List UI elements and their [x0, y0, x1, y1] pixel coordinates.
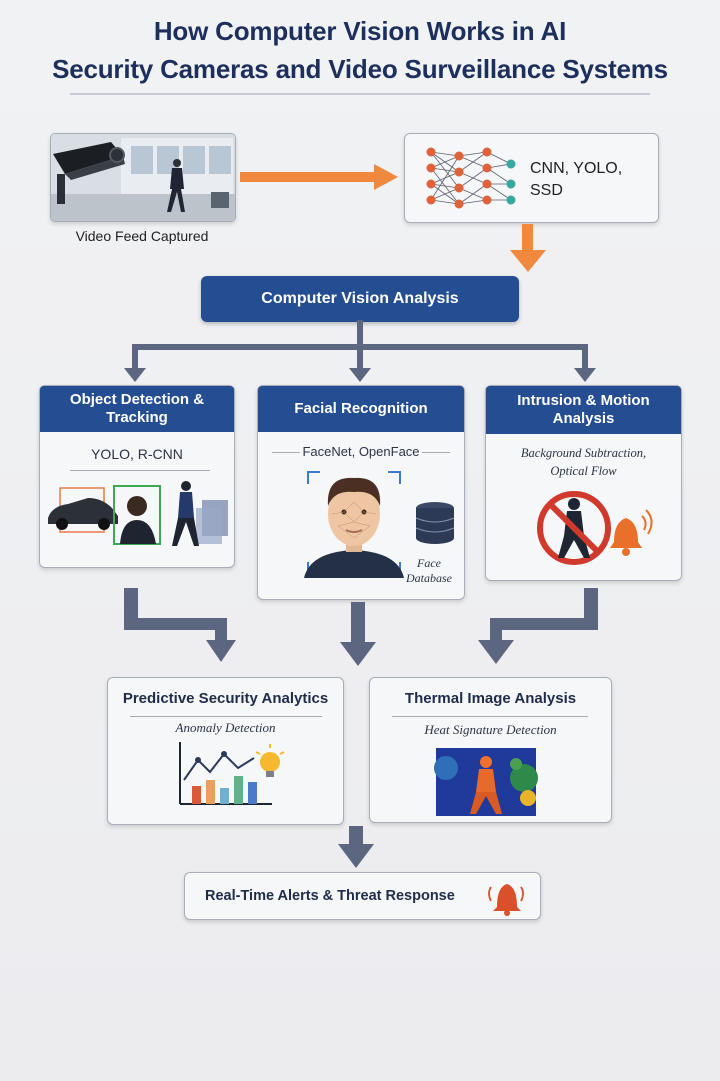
divider	[272, 452, 300, 453]
models-line-1: CNN, YOLO,	[530, 160, 623, 177]
branch-connector	[124, 320, 596, 382]
face-database-label: Face Database	[396, 556, 462, 586]
thermal-image-icon	[434, 748, 538, 816]
models-label: CNN, YOLO, SSD	[530, 158, 622, 202]
anomaly-chart-icon	[179, 742, 285, 805]
divider	[422, 452, 450, 453]
alarm-bell-icon	[488, 884, 524, 916]
object-detection-header: Object Detection & Tracking	[40, 386, 234, 432]
predictive-subtitle: Anomaly Detection	[175, 720, 276, 735]
thermal-subtitle: Heat Signature Detection	[424, 722, 557, 737]
models-card: CNN, YOLO, SSD	[404, 133, 659, 223]
title-line-1: How Computer Vision Works in AI	[153, 16, 567, 46]
intrusion-header: Intrusion & Motion Analysis	[486, 386, 681, 434]
video-feed-image	[50, 133, 236, 222]
object-tracking-icon	[48, 481, 228, 546]
intrusion-card: Intrusion & Motion Analysis Background S…	[485, 385, 682, 581]
intrusion-title-1: Intrusion & Motion	[517, 392, 650, 409]
arrow-down-icon	[338, 826, 374, 868]
divider	[392, 716, 588, 717]
arrow-down-icon	[510, 224, 546, 272]
predictive-analytics-card: Predictive Security Analytics Anomaly De…	[107, 677, 344, 825]
models-line-2: SSD	[530, 182, 563, 199]
object-detection-methods: YOLO, R-CNN	[91, 446, 183, 462]
intrusion-methods: Background Subtraction, Optical Flow	[486, 444, 681, 480]
title-line-2: Security Cameras and Video Surveillance …	[52, 54, 668, 84]
analysis-banner: Computer Vision Analysis	[201, 276, 519, 322]
divider	[130, 716, 322, 717]
arrow-right-icon	[240, 164, 398, 190]
thermal-title: Thermal Image Analysis	[404, 690, 577, 707]
camera-scene-icon	[51, 134, 235, 221]
alerts-label: Real-Time Alerts & Threat Response	[205, 888, 455, 904]
object-detection-title-2: Tracking	[106, 409, 168, 426]
neural-network-icon	[426, 147, 516, 209]
facial-recognition-card: Facial Recognition FaceNet, OpenFace Fac…	[257, 385, 465, 600]
intrusion-title-2: Analysis	[552, 410, 615, 427]
page-title: How Computer Vision Works in AI Security…	[0, 12, 720, 88]
intrusion-methods-1: Background Subtraction,	[520, 446, 647, 460]
intrusion-methods-2: Optical Flow	[550, 464, 617, 478]
merge-connector	[124, 588, 598, 666]
face-database-line-2: Database	[406, 571, 452, 585]
intrusion-alarm-icon	[537, 491, 653, 565]
thermal-analysis-card: Thermal Image Analysis Heat Signature De…	[369, 677, 612, 823]
facial-recognition-header: Facial Recognition	[258, 386, 464, 432]
alerts-card: Real-Time Alerts & Threat Response	[184, 872, 541, 920]
face-scan-icon	[304, 471, 404, 578]
divider	[70, 470, 210, 471]
video-feed-caption: Video Feed Captured	[75, 228, 209, 244]
title-divider	[70, 93, 650, 95]
face-database-line-1: Face	[417, 556, 441, 570]
object-detection-title-1: Object Detection &	[69, 391, 205, 408]
predictive-title: Predictive Security Analytics	[122, 690, 329, 707]
database-icon	[415, 502, 455, 544]
object-detection-card: Object Detection & Tracking YOLO, R-CNN	[39, 385, 235, 568]
facial-recognition-methods: FaceNet, OpenFace	[302, 444, 420, 459]
